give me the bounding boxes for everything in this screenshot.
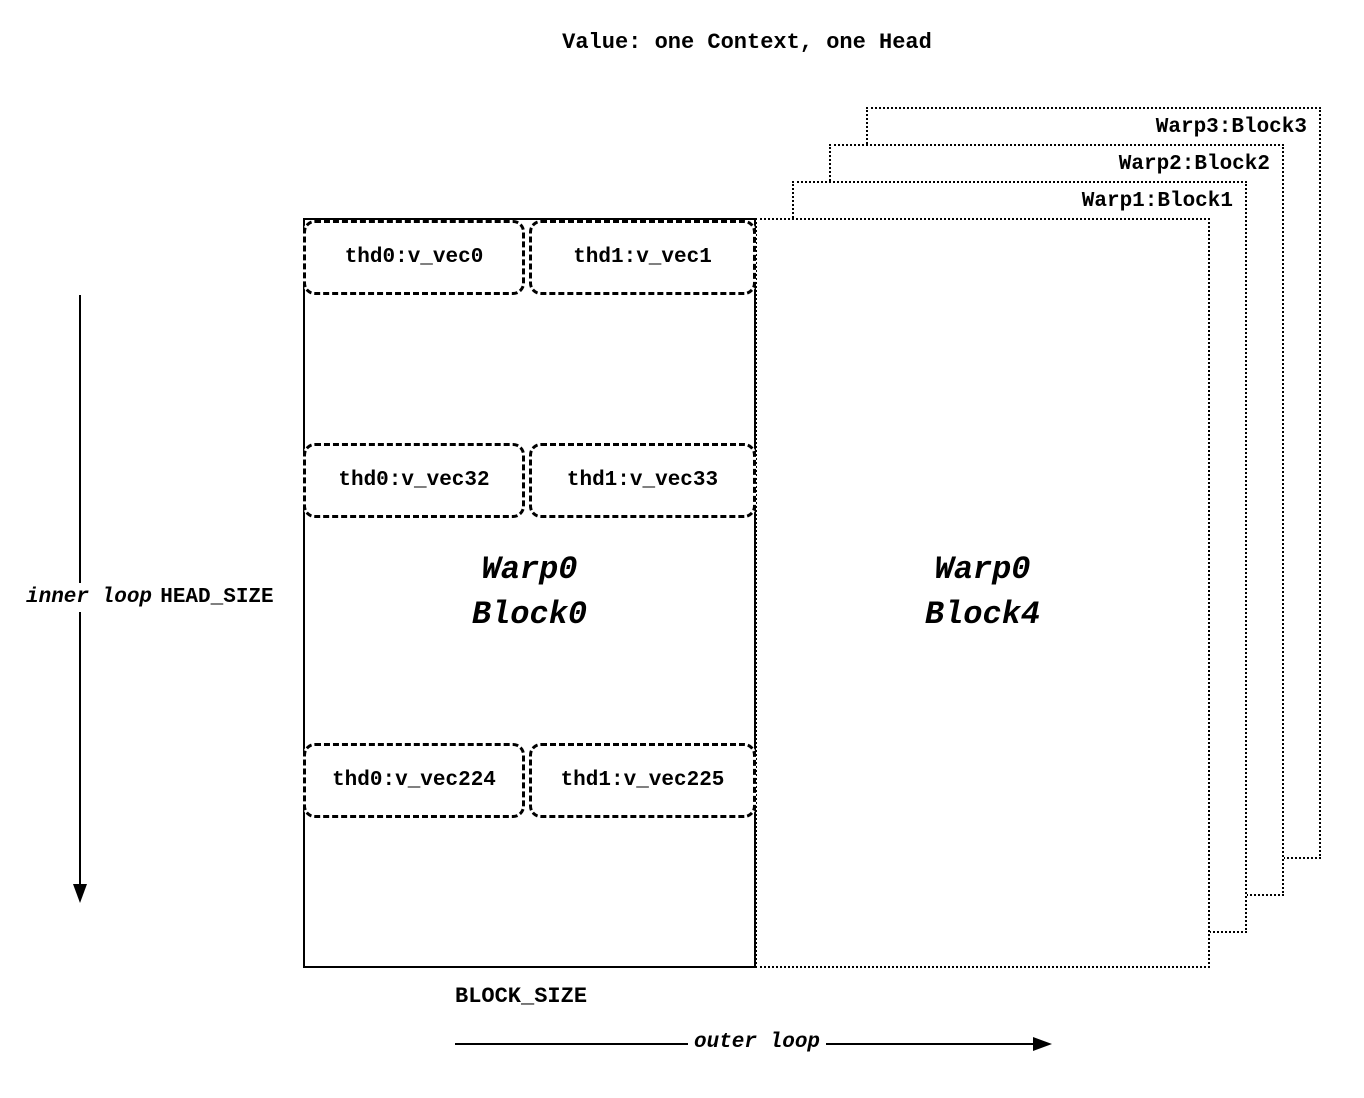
outer-loop-arrowhead-icon (1033, 1037, 1052, 1051)
diagram-title: Value: one Context, one Head (562, 30, 932, 55)
block4-label-line1: Warp0 (934, 551, 1031, 589)
block0-label-line1: Warp0 (481, 551, 578, 589)
block4-label-line2: Block4 (924, 596, 1041, 633)
block-warp0-block4-label: Warp0 Block4 (925, 548, 1040, 638)
block-size-label: BLOCK_SIZE (455, 984, 588, 1009)
cell-thd1-v-vec1: thd1:v_vec1 (529, 220, 756, 295)
block-warp3-label: Warp3:Block3 (1155, 116, 1307, 139)
cell-thd0-v-vec224: thd0:v_vec224 (303, 743, 525, 818)
block-warp1-label: Warp1:Block1 (1081, 190, 1233, 213)
cell-thd0-v-vec32: thd0:v_vec32 (303, 443, 525, 518)
cell-thd0-v-vec0: thd0:v_vec0 (303, 220, 525, 295)
inner-loop-label: inner loop (26, 586, 153, 609)
outer-loop-label: outer loop (688, 1031, 827, 1054)
inner-loop-head-size-label: inner loop HEAD_SIZE (24, 583, 276, 612)
head-size-label: HEAD_SIZE (160, 586, 274, 609)
block-warp0-block0: Warp0 Block0 (303, 218, 756, 968)
block-warp2-label: Warp2:Block2 (1118, 153, 1270, 176)
cell-thd1-v-vec33: thd1:v_vec33 (529, 443, 756, 518)
inner-loop-arrowhead-icon (73, 884, 87, 903)
block-warp0-block4: Warp0 Block4 (755, 218, 1210, 968)
block0-label-line2: Block0 (471, 596, 588, 633)
block-warp0-block0-label: Warp0 Block0 (472, 548, 587, 638)
cell-thd1-v-vec225: thd1:v_vec225 (529, 743, 756, 818)
